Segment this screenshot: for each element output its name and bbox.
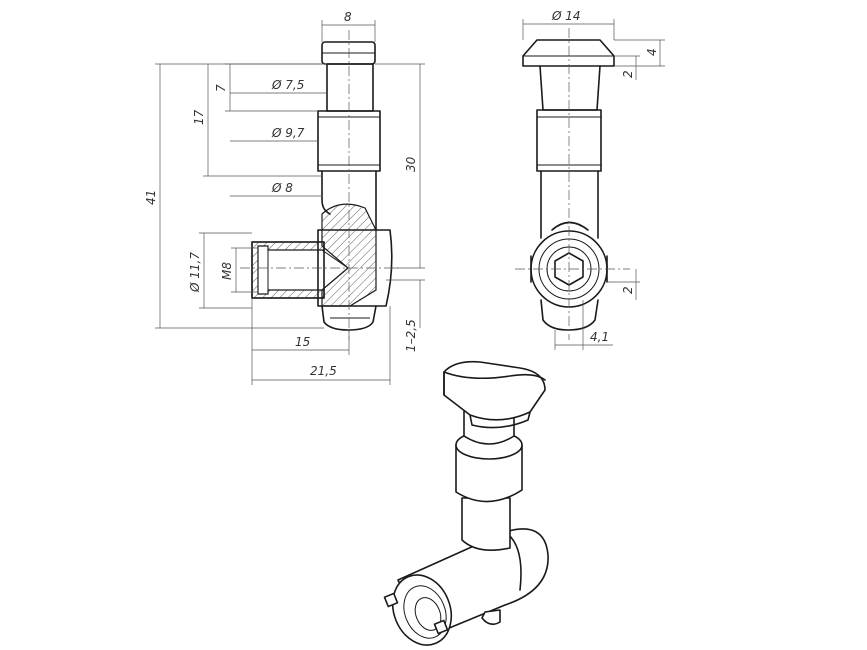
dim-2-side: 2: [621, 286, 635, 294]
dim-top-width: 8: [344, 10, 352, 24]
dim-4: 4: [645, 48, 659, 56]
dim-m8: M8: [220, 262, 234, 280]
dim-41: 41: [144, 190, 158, 205]
dim-15: 15: [295, 335, 310, 349]
dim-dia-14: Ø 14: [551, 9, 581, 23]
dim-dia-8: Ø 8: [271, 181, 293, 195]
dim-dia-7-5: Ø 7,5: [271, 78, 304, 92]
dim-30: 30: [404, 156, 418, 172]
dim-17: 17: [192, 109, 206, 125]
dim-7: 7: [214, 84, 228, 92]
dim-dia-9-7: Ø 9,7: [271, 126, 305, 140]
side-view: Ø 14 4 2 2 4,1: [515, 9, 665, 350]
dim-1-2-5: 1–2,5: [404, 319, 418, 352]
isometric-view: [383, 360, 549, 646]
dim-4-1: 4,1: [590, 330, 609, 344]
front-section-view: 8 Ø 7,5 Ø 9,7 Ø 8 7 17 41 30 Ø 11,7: [144, 10, 425, 385]
dim-dia-11-7: Ø 11,7: [188, 252, 202, 293]
dim-21-5: 21,5: [310, 364, 337, 378]
dim-2-top: 2: [621, 70, 635, 78]
